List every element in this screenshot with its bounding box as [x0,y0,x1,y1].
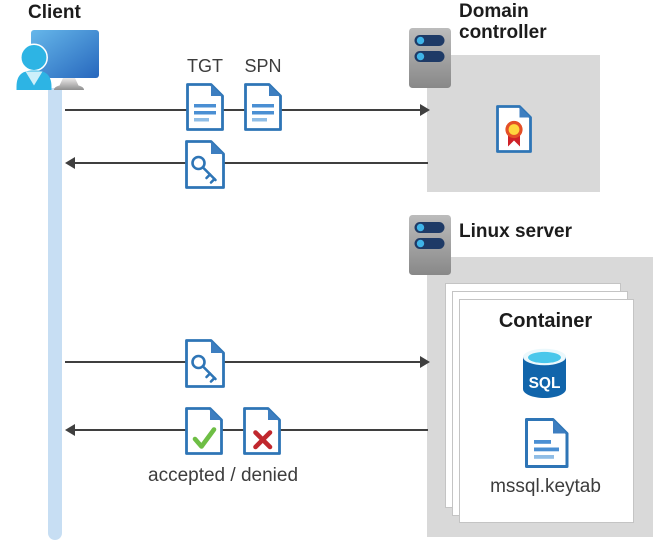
container-label: Container [498,310,593,332]
arrow-client-to-domain-controller [65,104,430,116]
check-icon [192,427,217,449]
kerberos-ticket-key-icon [185,140,225,189]
client-monitor-user-icon [16,30,99,90]
denied-document-icon [243,407,281,455]
sql-database-icon: SQL [523,348,566,398]
spn-label: SPN [244,56,282,76]
linux-server-label: Linux server [459,221,572,242]
x-icon [253,430,273,450]
accepted-document-icon [185,407,223,455]
user-icon [16,43,52,90]
tgt-label: TGT [187,56,223,76]
accepted-denied-label: accepted / denied [148,465,299,486]
spn-document-icon [244,83,282,131]
client-label: Client [28,2,81,23]
tgt-document-icon [186,83,224,131]
client-lifeline [48,88,62,540]
domain-controller-label: Domain controller [459,1,547,43]
keytab-document-icon [525,418,569,468]
container-card [459,299,634,523]
sql-text: SQL [529,375,561,392]
domain-controller-server-icon [409,28,451,88]
service-ticket-key-icon [185,339,225,388]
linux-server-icon [409,215,451,275]
certificate-icon [496,105,532,153]
arrow-domain-controller-to-client [65,157,428,169]
monitor-icon [31,30,99,90]
keytab-label: mssql.keytab [490,476,601,497]
arrow-client-to-linux-server [65,356,430,368]
